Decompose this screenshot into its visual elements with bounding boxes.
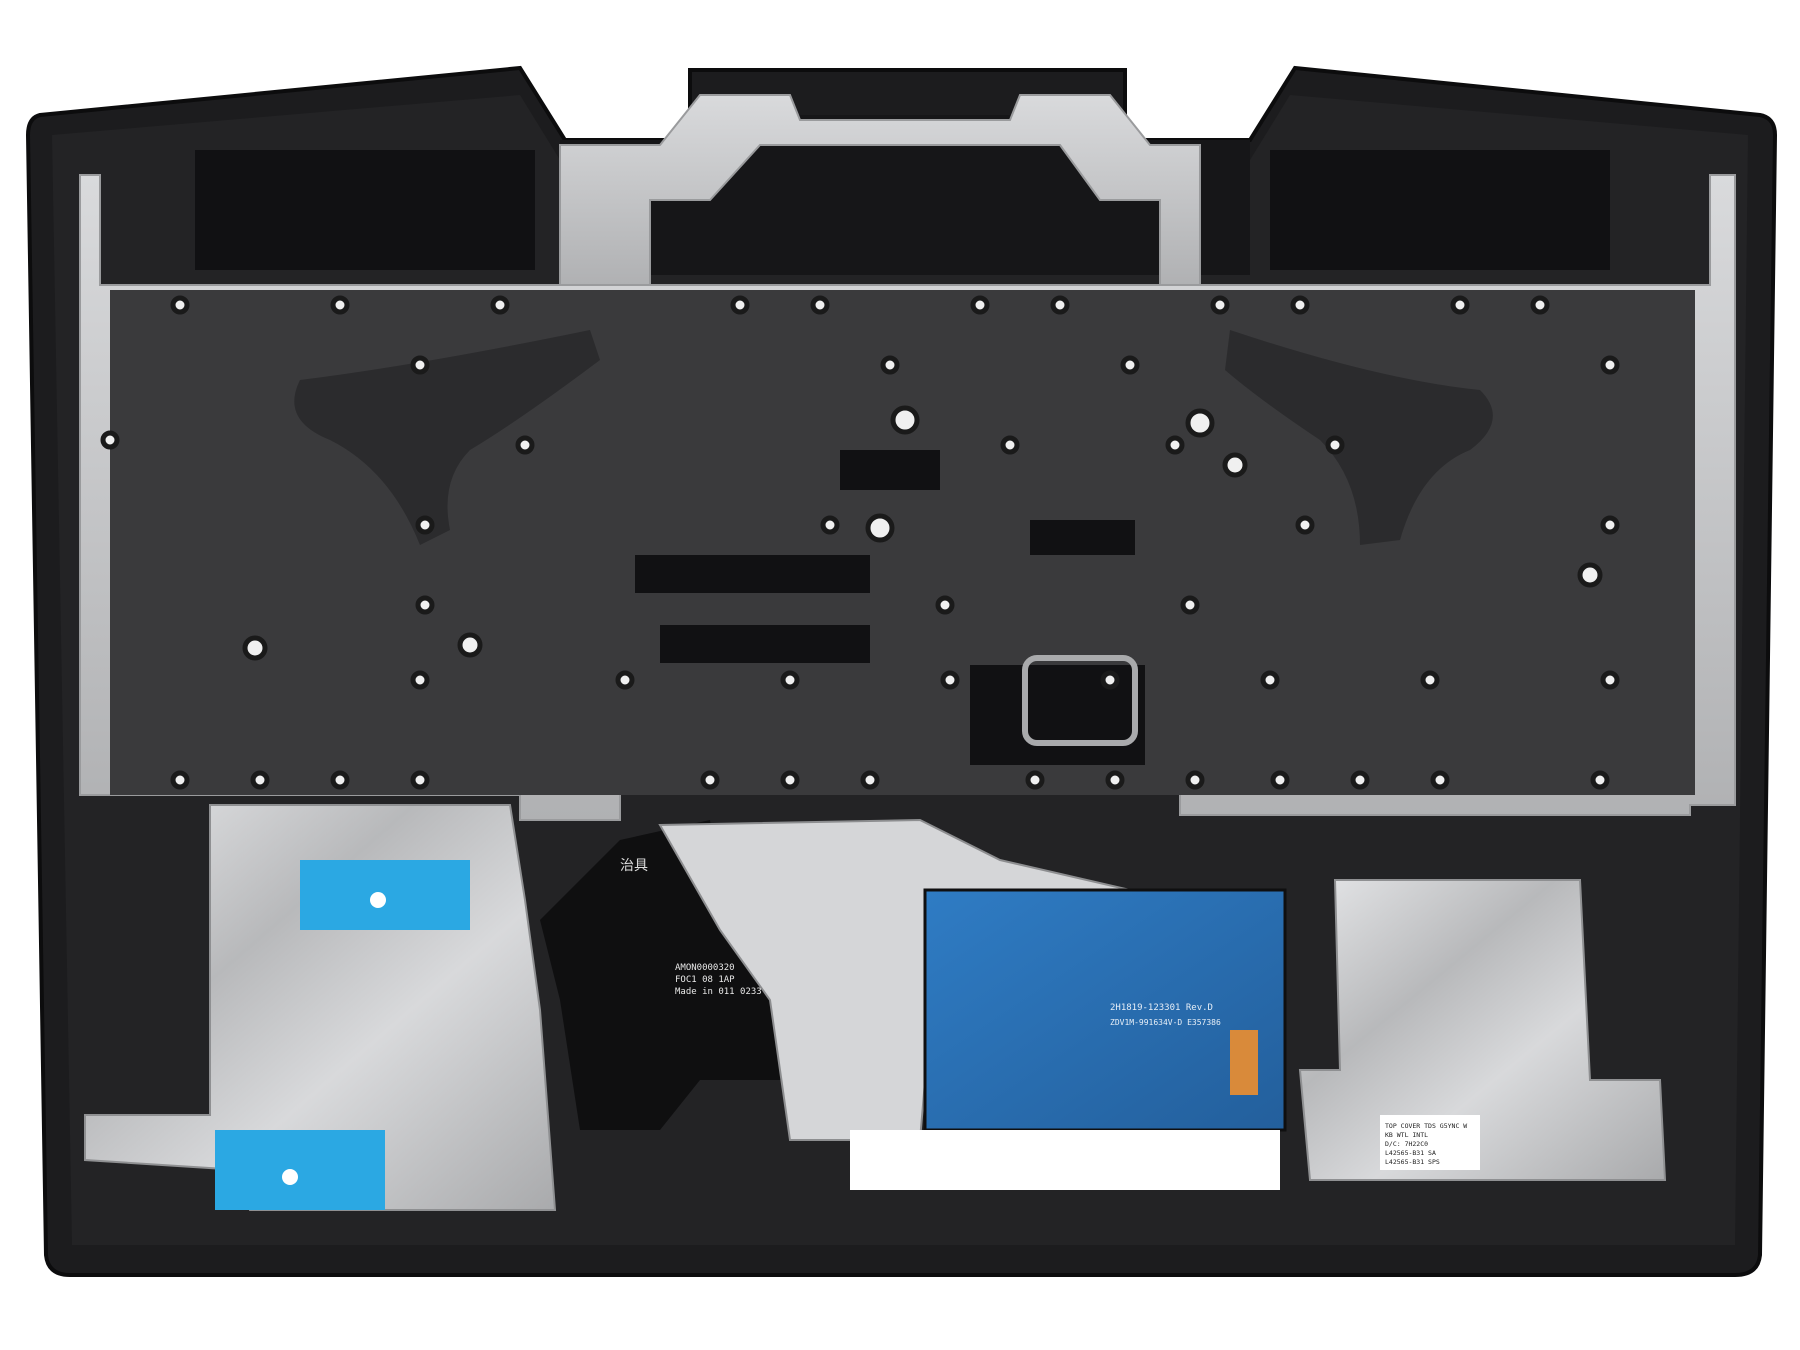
touchpad-pcb <box>923 888 1287 1132</box>
stamp-3: Made in 011 0233 <box>675 987 762 997</box>
sticker-line-3: D/C: 7H22C0 <box>1385 1140 1428 1148</box>
keyboard-plate <box>110 290 1695 795</box>
sticker-line-2: KB WTL INTL <box>1385 1131 1428 1139</box>
blank-label <box>850 1130 1280 1190</box>
sticker-line-1: TOP COVER TDS G5YNC W <box>1385 1122 1467 1130</box>
blue-foam-pad-bottom <box>215 1130 385 1210</box>
sticker-line-5: L42565-B31 SPS <box>1385 1158 1440 1166</box>
left-foil-shield <box>84 804 557 1211</box>
right-foil-shield <box>1298 879 1667 1181</box>
screw-standoffs <box>100 295 1620 790</box>
printed-labels: AMON0000320 FOC1 08 1AP Made in 011 0233… <box>620 857 1467 1166</box>
chinese-mark: 治具 <box>620 857 648 873</box>
product-sticker <box>1380 1115 1480 1170</box>
sticker-line-4: L42565-B31 SA <box>1385 1149 1436 1157</box>
copper-pad <box>1230 1030 1258 1095</box>
blue-foam-pad-top <box>300 860 470 930</box>
pcb-code-label: ZDV1M-991634V-D E357386 <box>1110 1018 1221 1027</box>
pcb-part-label: 2H1819-123301 Rev.D <box>1110 1003 1213 1013</box>
stamp-2: FOC1 08 1AP <box>675 975 735 985</box>
touchpad-area <box>540 818 1287 1190</box>
stamp-1: AMON0000320 <box>675 963 735 973</box>
